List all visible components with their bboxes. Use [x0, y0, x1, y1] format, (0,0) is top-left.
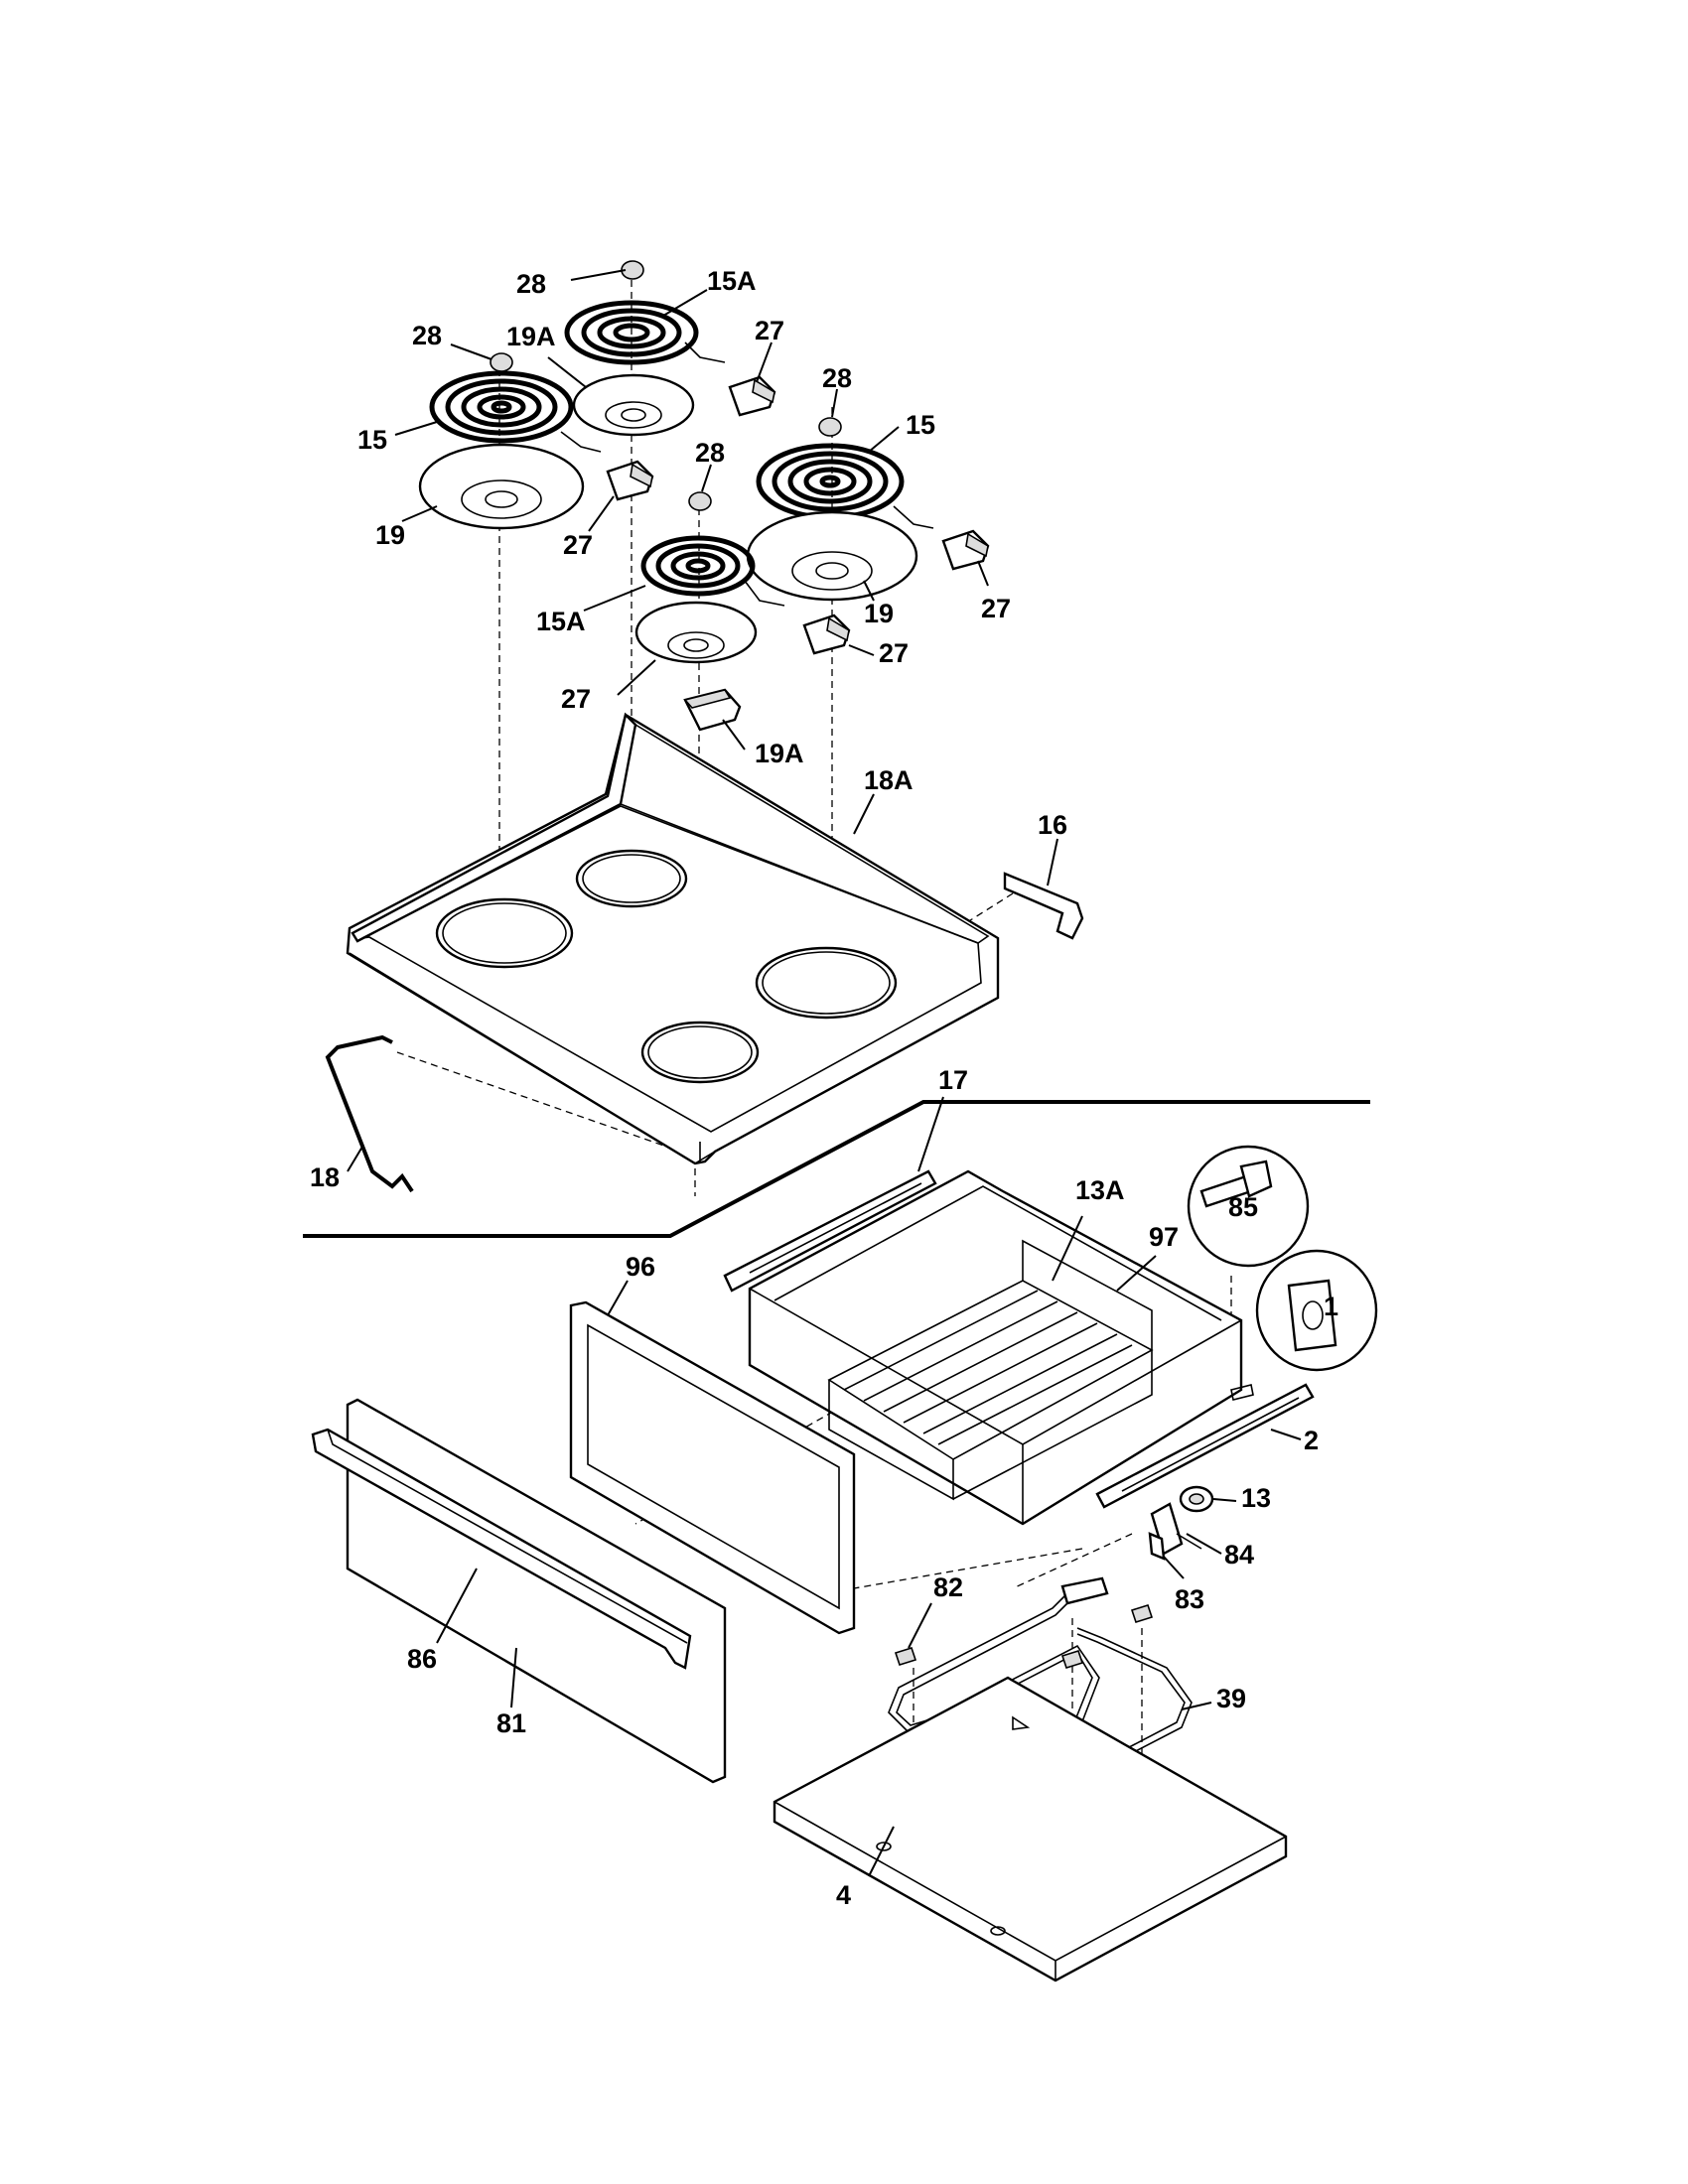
surface-element-15a-top — [564, 300, 726, 365]
opening-right-rear — [755, 946, 898, 1020]
drip-bowl-19-left — [418, 443, 585, 530]
drawer-group — [311, 1145, 1378, 1982]
cooktop-group — [303, 260, 1370, 1238]
callout-87: 4 — [836, 1880, 851, 1910]
callout-97: 85 — [1228, 1192, 1258, 1222]
callout-27-left: 27 — [563, 530, 593, 560]
callout-13: 2 — [1304, 1426, 1319, 1455]
rail-13a — [723, 1169, 937, 1293]
drip-bowl-19a-middle — [634, 601, 758, 664]
callout-17: 18 — [310, 1162, 340, 1192]
section-divider — [303, 1100, 1370, 1238]
callout-4: 81 — [496, 1708, 526, 1738]
clip-86-c — [1130, 1604, 1154, 1623]
opening-left-rear — [435, 897, 574, 969]
drawer-body-1 — [748, 1169, 1243, 1526]
rack-85 — [827, 1239, 1154, 1501]
drip-bowl-19a-top — [572, 373, 695, 437]
callout-27-right: 27 — [981, 594, 1011, 623]
callout-13a: 17 — [938, 1065, 968, 1095]
opening-right-front — [640, 1021, 760, 1084]
cooktop-16 — [346, 712, 1000, 1165]
callout-19-right: 19 — [864, 599, 894, 628]
callout-1: 97 — [1149, 1222, 1179, 1252]
callout-19-left: 19 — [375, 520, 405, 550]
rod-17 — [325, 1034, 414, 1193]
callout-19a-mid: 27 — [561, 684, 591, 714]
callout-86: 82 — [933, 1572, 963, 1602]
clip-86-b — [1060, 1650, 1084, 1669]
rail-13 — [1095, 1383, 1315, 1509]
screw-small — [1230, 1384, 1254, 1401]
opening-left-front — [575, 849, 688, 908]
callout-15-left: 15 — [357, 425, 387, 455]
callout-81: 39 — [1216, 1684, 1246, 1713]
handle-39 — [311, 1428, 692, 1670]
callout-83: 84 — [1224, 1540, 1254, 1570]
receptacle-27-c — [941, 529, 990, 571]
callout-84: 13 — [1241, 1483, 1271, 1513]
callout-2: 96 — [626, 1252, 655, 1282]
clip-86-a — [894, 1647, 917, 1666]
bracket-18a — [683, 688, 742, 732]
drawer-frame-2 — [569, 1300, 856, 1635]
callout-labels: 28 15A 28 19A 27 15 19 27 28 15 28 27 15… — [310, 266, 1338, 1910]
bracket-18 — [1003, 872, 1084, 940]
cap-28-right — [818, 417, 842, 437]
callout-85: 13A — [1075, 1175, 1125, 1205]
receptacle-27-a — [728, 375, 776, 417]
callout-82: 83 — [1175, 1584, 1204, 1614]
bottom-panel-87 — [773, 1676, 1288, 1982]
cap-28-left — [490, 352, 513, 372]
callout-18: 16 — [1038, 810, 1067, 840]
part-82 — [1148, 1532, 1166, 1561]
inset-screw-97 — [1187, 1145, 1310, 1268]
receptacle-27-b — [606, 460, 654, 501]
callout-27-mid: 27 — [879, 638, 909, 668]
callout-15a-mid: 15A — [536, 607, 586, 636]
callout-18a: 19A — [755, 739, 804, 768]
callout-15a-top: 15A — [707, 266, 757, 296]
callout-28-top: 28 — [516, 269, 546, 299]
surface-element-15-left — [429, 370, 602, 453]
callout-28-mid: 28 — [695, 438, 725, 468]
callout-96: 1 — [1324, 1292, 1338, 1321]
surface-element-15a-middle — [640, 535, 785, 607]
callout-19a-top: 19A — [506, 322, 556, 351]
callout-27-top: 27 — [755, 316, 784, 345]
inset-clip-96 — [1255, 1249, 1378, 1372]
drip-bowl-19-right — [746, 510, 918, 602]
leader-lines — [347, 269, 1302, 1877]
callout-28-right: 28 — [822, 363, 852, 393]
callout-15-right: 15 — [906, 410, 935, 440]
callout-16: 18A — [864, 765, 914, 795]
receptacle-27-d — [802, 614, 851, 655]
part-84 — [1179, 1485, 1214, 1513]
callout-28-left: 28 — [412, 321, 442, 350]
cap-28-mid — [688, 491, 712, 511]
callout-39: 86 — [407, 1644, 437, 1674]
